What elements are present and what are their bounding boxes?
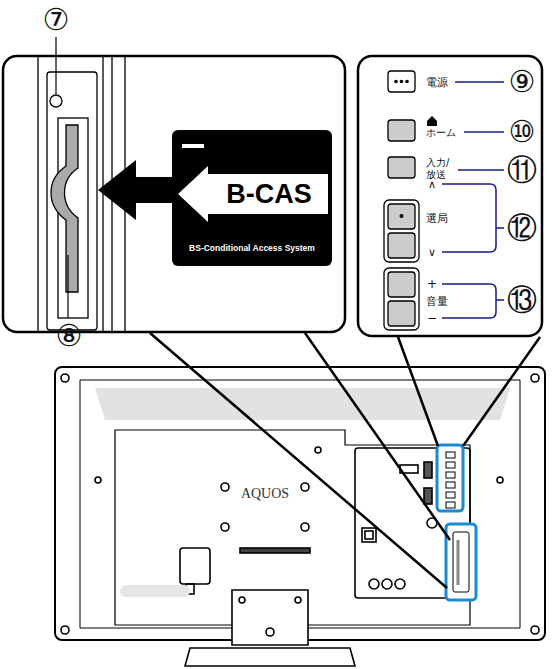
button-label: 選局 <box>426 213 448 224</box>
bcas-card: B-CAS BS-Conditional Access System <box>172 130 332 266</box>
callout-number: ⑦ <box>43 5 70 35</box>
brand-logo: AQUOS <box>241 487 289 501</box>
button-symbol: ∨ <box>428 247 436 258</box>
callout-number: ⑫ <box>507 213 537 243</box>
button-label: 入力/ 放送 <box>426 157 458 180</box>
card-logo: B-CAS <box>226 181 312 208</box>
button-label: 電源 <box>426 77 448 88</box>
card-subtitle: BS-Conditional Access System <box>189 244 315 253</box>
callout-number: ⑪ <box>507 155 537 185</box>
button-symbol: + <box>427 278 437 290</box>
callout-number: ⑩ <box>509 117 536 147</box>
button-symbol: ∧ <box>428 179 436 190</box>
callout-number: ⑨ <box>509 67 536 97</box>
button-symbol: − <box>427 312 437 324</box>
callout-number: ⑧ <box>56 321 83 351</box>
button-label: ホーム <box>426 128 456 138</box>
callout-number: ⑬ <box>507 285 537 315</box>
button-label: 音量 <box>426 296 448 307</box>
